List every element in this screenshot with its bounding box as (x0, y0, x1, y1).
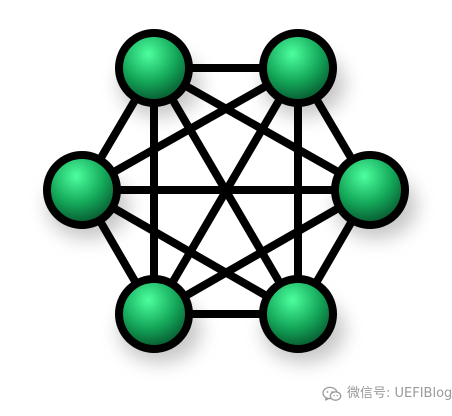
mesh-nodes (43, 29, 409, 353)
edge-left-to-bottom-right (78, 186, 302, 318)
node-bottom-left (115, 275, 193, 353)
node-top-right (259, 29, 337, 107)
node-right (331, 151, 409, 229)
node-bottom-right (259, 275, 337, 353)
watermark-text: 微信号: UEFIBlog (347, 386, 452, 401)
node-top-left (115, 29, 193, 107)
edge-top-right-to-left (78, 64, 302, 194)
node-left (43, 151, 121, 229)
edge-right-to-bottom-left (150, 186, 374, 318)
wechat-icon (322, 386, 342, 401)
watermark: 微信号: UEFIBlog (322, 386, 452, 402)
